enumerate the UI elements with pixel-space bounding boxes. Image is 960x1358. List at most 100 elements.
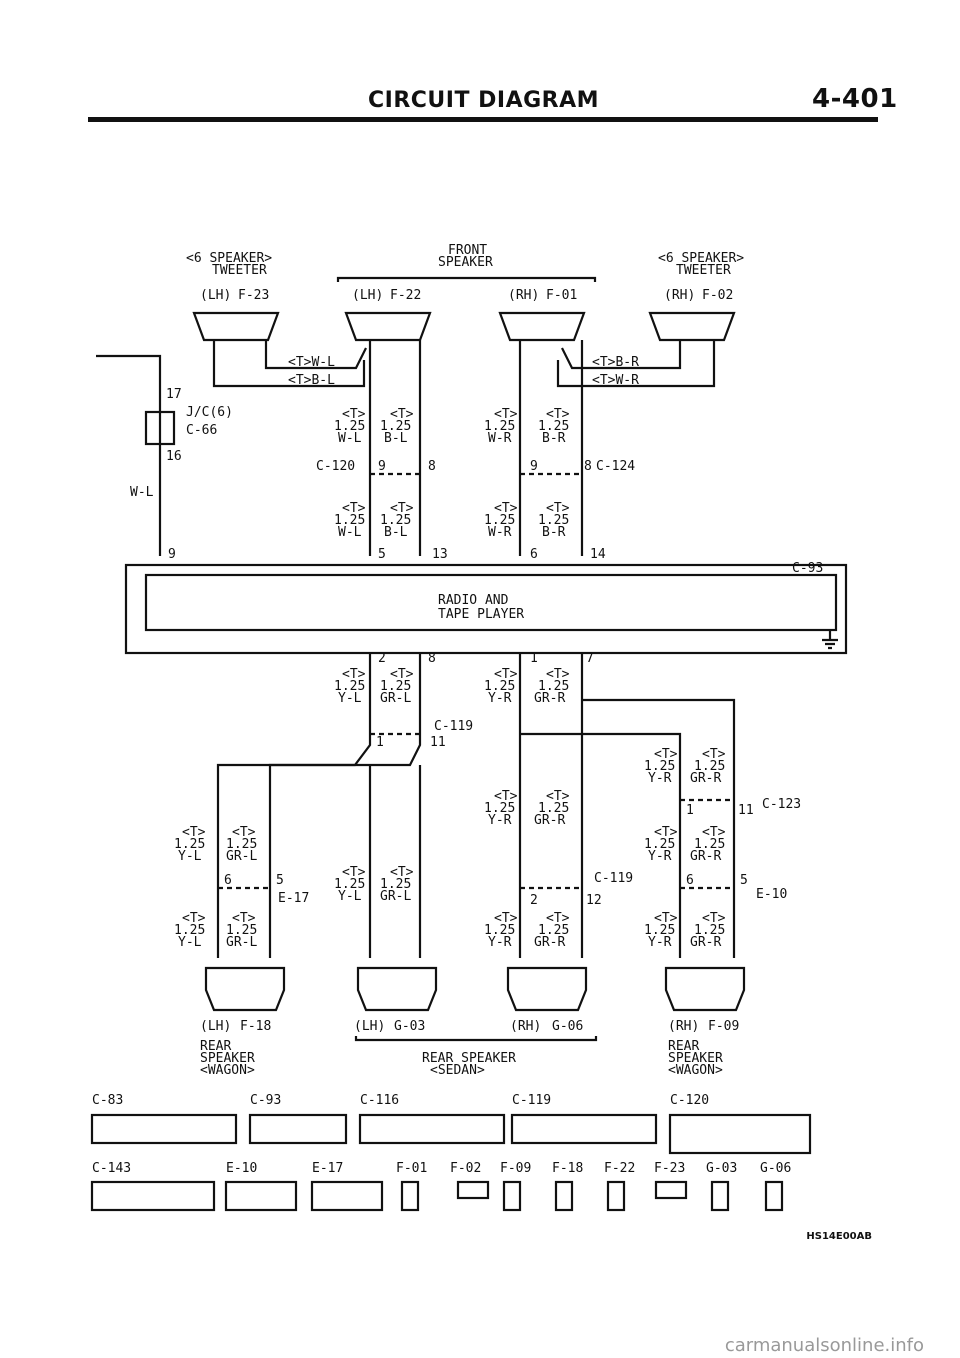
- wg-rh-c1: Y-R: [648, 771, 672, 786]
- wire-jc-supply: [96, 354, 162, 556]
- fr-lh-t2: <T>: [390, 407, 414, 422]
- wire-label-wl-supply: W-L: [130, 485, 154, 500]
- conn-g06-bottom: G-06: [760, 1161, 791, 1176]
- sd-rh-t3: <T>: [494, 911, 518, 926]
- wg-lh-c2: GR-L: [226, 849, 257, 864]
- pin-c120-8: 8: [428, 459, 436, 474]
- label-rear-speaker-sedan: REAR SPEAKER: [422, 1051, 516, 1066]
- pin-radio-5: 5: [378, 547, 386, 562]
- wire-tw-rh-pin2: [561, 340, 682, 370]
- fr-rh-g1: 1.25: [484, 419, 515, 434]
- pin-radio-7: 7: [586, 651, 594, 666]
- rr-g1: 1.25: [334, 679, 365, 694]
- wg-lh-c4: GR-L: [226, 935, 257, 950]
- label-lh-rear-wagon: (LH): [200, 1019, 231, 1034]
- conn-c124: C-124: [596, 459, 635, 474]
- wire-tw-lh-pin2: [264, 340, 367, 370]
- wg-lh-c3: Y-L: [178, 935, 202, 950]
- label-tweeter-right: TWEETER: [676, 263, 731, 278]
- sd-lh-t2: <T>: [390, 865, 414, 880]
- fr-lh-g2: 1.25: [380, 419, 411, 434]
- pin-c119-12: 12: [586, 893, 602, 908]
- conn-f02-bottom: F-02: [450, 1161, 481, 1176]
- wg-lh-c1: Y-L: [178, 849, 202, 864]
- wire-label-tw-wl: <T>W-L: [288, 355, 335, 370]
- conn-c119-top: C-119: [434, 719, 473, 734]
- rr-t2: <T>: [390, 667, 414, 682]
- conn-f18: F-18: [240, 1019, 271, 1034]
- radio-inner-box: [144, 573, 838, 632]
- conn-c93-bottom: C-93: [250, 1093, 281, 1108]
- wg-lh-g4: 1.25: [226, 923, 257, 938]
- conn-c143-bottom: C-143: [92, 1161, 131, 1176]
- wire-tw-lh-pin1: [212, 340, 366, 388]
- wg-lh-t3: <T>: [182, 911, 206, 926]
- label-6spk-left: <6 SPEAKER>: [186, 251, 272, 266]
- sd-rh-c2: GR-R: [534, 813, 565, 828]
- fr-rh-c3: W-R: [488, 525, 512, 540]
- wire-label-tw-br: <T>B-R: [592, 355, 639, 370]
- wire-label-tw-bl: <T>B-L: [288, 373, 335, 388]
- label-wagon-lh: <WAGON>: [200, 1063, 255, 1078]
- wg-lh-t1: <T>: [182, 825, 206, 840]
- watermark[interactable]: carmanualsonline.info: [724, 1335, 924, 1356]
- pinout-f22: [606, 1180, 626, 1212]
- conn-f09-bottom: F-09: [500, 1161, 531, 1176]
- wg-rh-g6: 1.25: [694, 923, 725, 938]
- wg-rh-t5: <T>: [654, 911, 678, 926]
- conn-f18-bottom: F-18: [552, 1161, 583, 1176]
- pin-radio-14: 14: [590, 547, 606, 562]
- pinout-e10: [224, 1180, 298, 1212]
- wire-label-tw-wr: <T>W-R: [592, 373, 639, 388]
- rr-g3: 1.25: [484, 679, 515, 694]
- rear-speaker-wagon-rh-body: [664, 966, 746, 1012]
- fr-lh-c4: B-L: [384, 525, 408, 540]
- label-front-speaker: SPEAKER: [438, 255, 493, 270]
- jc-box: [144, 410, 176, 446]
- rear-speaker-sedan-lh-body: [356, 966, 438, 1012]
- wg-lh-g3: 1.25: [174, 923, 205, 938]
- label-rear-rh: REAR: [668, 1039, 699, 1054]
- speaker-front-lh-body: [344, 311, 432, 342]
- label-lh-tw: (LH): [200, 288, 231, 303]
- conn-f01-bottom: F-01: [396, 1161, 427, 1176]
- fr-rh-t3: <T>: [494, 501, 518, 516]
- fr-lh-g3: 1.25: [334, 513, 365, 528]
- fr-lh-g4: 1.25: [380, 513, 411, 528]
- fr-lh-g1: 1.25: [334, 419, 365, 434]
- sd-rh-t2: <T>: [546, 789, 570, 804]
- wg-lh-g1: 1.25: [174, 837, 205, 852]
- wg-rh-c4: GR-R: [690, 849, 721, 864]
- conn-c120: C-120: [316, 459, 355, 474]
- pin-radio-2: 2: [378, 651, 386, 666]
- label-rh-rear-sedan: (RH): [510, 1019, 541, 1034]
- wg-rh-t4: <T>: [702, 825, 726, 840]
- rear-speaker-wagon-lh-body: [204, 966, 286, 1012]
- pinout-f18: [554, 1180, 574, 1212]
- speaker-front-rh-body: [498, 311, 586, 342]
- wire-rr-wagon-rh-gr: [582, 698, 736, 958]
- radio-outer-box: [124, 563, 848, 655]
- pin-17: 17: [166, 387, 182, 402]
- conn-c116-bottom: C-116: [360, 1093, 399, 1108]
- pin-c119-2: 2: [530, 893, 538, 908]
- pin-9-supply: 9: [168, 547, 176, 562]
- fr-rh-c4: B-R: [542, 525, 566, 540]
- rr-c2: GR-L: [380, 691, 411, 706]
- label-radio-2: TAPE PLAYER: [438, 607, 524, 622]
- wg-rh-t3: <T>: [654, 825, 678, 840]
- label-tweeter-left: TWEETER: [212, 263, 267, 278]
- label-wagon-rh: <WAGON>: [668, 1063, 723, 1078]
- rr-g4: 1.25: [538, 679, 569, 694]
- pin-16: 16: [166, 449, 182, 464]
- sd-rh-t1: <T>: [494, 789, 518, 804]
- label-lh-fr: (LH): [352, 288, 383, 303]
- pinout-c93: [248, 1113, 348, 1145]
- fr-rh-t4: <T>: [546, 501, 570, 516]
- conn-f23-bottom: F-23: [654, 1161, 685, 1176]
- sd-rh-c1: Y-R: [488, 813, 512, 828]
- pin-c119-11: 11: [430, 735, 446, 750]
- fr-lh-t4: <T>: [390, 501, 414, 516]
- tweeter-rh-body: [648, 311, 736, 342]
